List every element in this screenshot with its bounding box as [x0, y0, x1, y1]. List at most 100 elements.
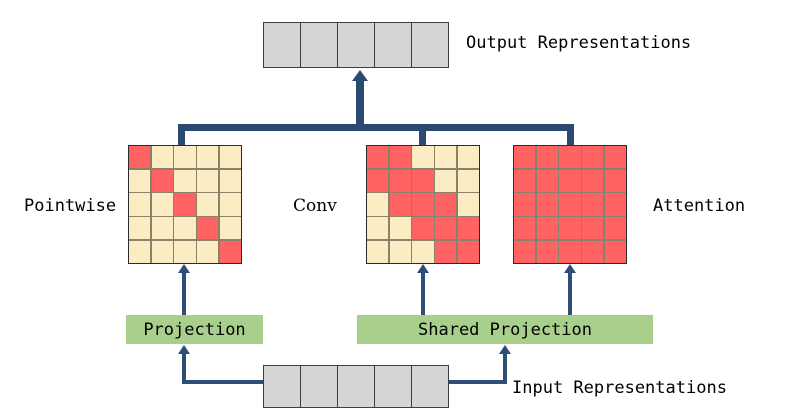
output-arrow-head [352, 70, 368, 81]
output-token-cell [264, 23, 301, 67]
matrix-attention-cell [514, 146, 536, 169]
matrix-conv-cell [457, 146, 479, 169]
matrix-attention-cell [604, 217, 626, 240]
matrix-conv-cell [435, 146, 457, 169]
input-to-projection-horizontal [182, 380, 264, 384]
matrix-attention-label: Attention [653, 196, 746, 216]
matrix-pointwise-cell [174, 146, 196, 169]
matrix-pointwise [128, 145, 242, 264]
output-representations-strip [263, 22, 449, 68]
output-token-cell [301, 23, 338, 67]
matrix-attention-cell [582, 217, 604, 240]
matrix-conv-cell [457, 240, 479, 263]
matrix-pointwise-cell [197, 217, 219, 240]
shared-projection-to-conv-arrow [417, 264, 429, 273]
input-representations-strip [263, 365, 449, 408]
matrix-attention-cell [559, 217, 581, 240]
matrix-conv-label: Conv [293, 196, 337, 216]
bus-drop-attention [567, 124, 574, 146]
matrix-conv-cell [412, 240, 434, 263]
matrix-conv-cell [367, 169, 389, 192]
matrix-attention-cell [604, 169, 626, 192]
matrix-pointwise-cell [151, 217, 173, 240]
matrix-attention-cell [559, 240, 581, 263]
matrix-conv-cell [367, 217, 389, 240]
matrix-attention-cell [514, 217, 536, 240]
matrix-attention-cell [604, 146, 626, 169]
bus-drop-pointwise [178, 124, 185, 146]
matrix-pointwise-label: Pointwise [24, 196, 117, 216]
input-to-shared-projection-horizontal [447, 380, 507, 384]
matrix-attention [513, 145, 627, 264]
matrix-pointwise-cell [219, 217, 241, 240]
input-token-cell [301, 366, 338, 407]
matrix-attention-cell [582, 169, 604, 192]
input-token-cell [338, 366, 375, 407]
matrix-attention-cell [514, 169, 536, 192]
matrix-pointwise-cell [219, 193, 241, 216]
matrix-conv-cell [435, 217, 457, 240]
matrix-attention-cell [582, 240, 604, 263]
output-token-cell [412, 23, 448, 67]
matrix-conv-cell [389, 193, 411, 216]
output-arrow-stem [356, 80, 364, 127]
matrix-pointwise-cell [219, 146, 241, 169]
output-representations-label: Output Representations [466, 33, 692, 53]
matrix-attention-cell [514, 240, 536, 263]
matrix-conv-cell [412, 146, 434, 169]
matrix-attention-cell [559, 193, 581, 216]
projection-box[interactable]: Projection [126, 315, 263, 344]
matrix-attention-cell [536, 146, 558, 169]
output-token-cell [338, 23, 375, 67]
matrix-attention-cell [604, 193, 626, 216]
matrix-conv-cell [389, 146, 411, 169]
matrix-conv-cell [389, 169, 411, 192]
merge-bus-horizontal [178, 124, 574, 131]
matrix-conv-cell [367, 146, 389, 169]
matrix-pointwise-cell [129, 146, 151, 169]
matrix-pointwise-cell [174, 217, 196, 240]
matrix-conv-cell [435, 240, 457, 263]
matrix-pointwise-cell [197, 146, 219, 169]
input-to-shared-projection-stem [503, 353, 507, 383]
input-to-projection-stem [182, 353, 186, 383]
matrix-pointwise-cell [151, 146, 173, 169]
matrix-pointwise-cell [174, 193, 196, 216]
matrix-pointwise-cell [129, 217, 151, 240]
matrix-pointwise-cell [129, 240, 151, 263]
shared-projection-to-attention-arrow [564, 264, 576, 273]
matrix-pointwise-cell [174, 240, 196, 263]
matrix-pointwise-cell [151, 169, 173, 192]
input-token-cell [412, 366, 448, 407]
matrix-conv-cell [435, 193, 457, 216]
matrix-pointwise-cell [197, 193, 219, 216]
matrix-conv-cell [457, 193, 479, 216]
matrix-conv-cell [389, 240, 411, 263]
input-token-cell [375, 366, 412, 407]
matrix-conv [366, 145, 480, 264]
matrix-attention-cell [536, 169, 558, 192]
matrix-attention-cell [559, 146, 581, 169]
matrix-conv-cell [389, 217, 411, 240]
matrix-pointwise-cell [197, 169, 219, 192]
matrix-pointwise-cell [219, 169, 241, 192]
matrix-pointwise-cell [174, 169, 196, 192]
bus-drop-conv [419, 124, 426, 146]
matrix-conv-cell [412, 193, 434, 216]
matrix-pointwise-cell [129, 193, 151, 216]
projection-to-pointwise-arrow [178, 264, 190, 273]
shared-projection-box[interactable]: Shared Projection [357, 315, 653, 344]
matrix-attention-cell [514, 193, 536, 216]
shared-projection-to-attention-stem [568, 273, 572, 315]
output-token-cell [375, 23, 412, 67]
matrix-attention-cell [536, 240, 558, 263]
input-token-cell [264, 366, 301, 407]
matrix-pointwise-cell [129, 169, 151, 192]
matrix-pointwise-cell [219, 240, 241, 263]
projection-to-pointwise-stem [182, 273, 186, 315]
matrix-conv-cell [367, 193, 389, 216]
matrix-attention-cell [536, 217, 558, 240]
input-representations-label: Input Representations [512, 378, 727, 398]
input-to-shared-projection-arrow [499, 345, 511, 354]
matrix-pointwise-cell [197, 240, 219, 263]
